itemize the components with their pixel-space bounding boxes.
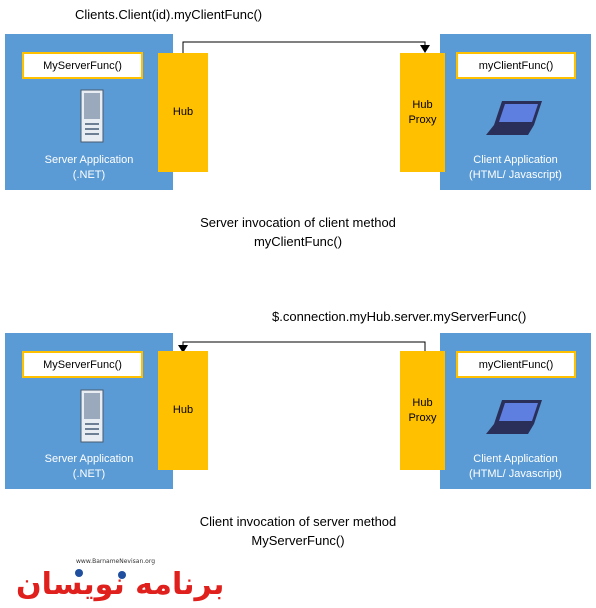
client-application-box: myClientFunc() Client Application (HTML/… [440,333,591,489]
server-func-label: MyServerFunc() [22,52,143,79]
invocation-arrow [178,341,426,353]
hub-proxy-block: Hub Proxy [400,53,445,172]
client-app-label: Client Application (HTML/ Javascript) [469,453,562,480]
server-app-label: Server Application (.NET) [44,453,134,480]
client-func-label: myClientFunc() [456,52,576,79]
client-application-box: myClientFunc() Client Application (HTML/… [440,34,591,190]
logo-dot-icon [75,569,83,577]
barnamenevisan-logo: www.BarnameNevisan.org برنامه نویسان [14,558,224,606]
hub-block: Hub [158,53,208,172]
client-func-label: myClientFunc() [456,351,576,378]
laptop-icon [486,400,542,434]
client-app-label: Client Application (HTML/ Javascript) [469,154,562,181]
panel1-caption: Server invocation of client method myCli… [200,215,396,249]
server-application-box: MyServerFunc() Server Application (.NET) [5,34,173,190]
laptop-icon [486,101,542,135]
panel2-caption: Client invocation of server method MySer… [199,514,397,548]
server-application-box: MyServerFunc() Server Application (.NET) [5,333,173,489]
client-call-code: $.connection.myHub.server.myServerFunc() [272,309,527,324]
server-app-label: Server Application (.NET) [44,154,134,181]
server-tower-icon [80,389,104,443]
server-func-label: MyServerFunc() [22,351,143,378]
server-call-code: Clients.Client(id).myClientFunc() [75,7,263,22]
invocation-arrow [182,41,430,54]
server-tower-icon [80,89,104,143]
hub-block: Hub [158,351,208,470]
hub-proxy-block: Hub Proxy [400,351,445,470]
logo-url: www.BarnameNevisan.org [76,558,155,565]
logo-dot-icon [118,571,126,579]
